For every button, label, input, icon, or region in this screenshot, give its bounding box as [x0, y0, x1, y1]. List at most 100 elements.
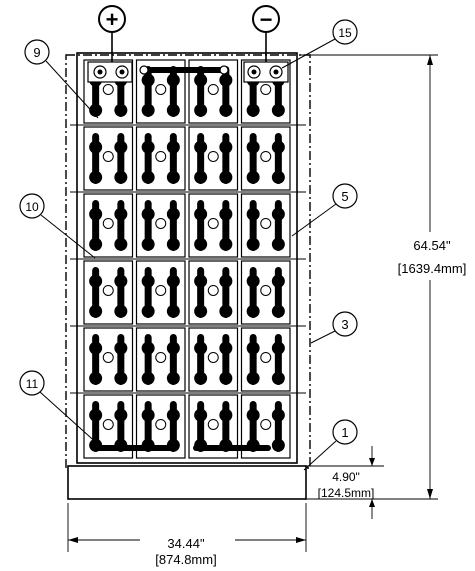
cell-post: [246, 140, 260, 154]
cell-post: [89, 237, 103, 251]
battery-cell: [135, 327, 186, 392]
cell-post: [114, 371, 128, 385]
vent-cap: [102, 351, 114, 363]
height-dim-inches: 64.54": [413, 238, 451, 253]
callout-15: 15: [281, 19, 358, 69]
rack-base: [67, 465, 307, 500]
vent-cap: [155, 284, 167, 296]
vent-cap: [207, 284, 219, 296]
cell-post: [89, 170, 103, 184]
cell-post: [89, 140, 103, 154]
cell-post: [194, 371, 208, 385]
width-dimension: 34.44" [874.8mm]: [67, 503, 307, 570]
cell-post: [141, 207, 155, 221]
cell-post: [89, 103, 103, 117]
callout-9: 9: [24, 39, 99, 119]
cell-post: [219, 140, 233, 154]
negative-terminal: −: [243, 5, 289, 83]
cell-post: [194, 274, 208, 288]
cell-post: [219, 408, 233, 422]
cell-post: [271, 408, 285, 422]
cell-post: [141, 341, 155, 355]
vent-cap: [155, 418, 167, 430]
battery-cell: [240, 260, 291, 325]
cell-post: [246, 207, 260, 221]
battery-cell: [83, 193, 134, 258]
vent-cap: [102, 150, 114, 162]
cell-post: [271, 207, 285, 221]
cells-group: [83, 59, 291, 459]
cell-post: [246, 170, 260, 184]
cell-post: [141, 103, 155, 117]
vent-cap: [260, 418, 272, 430]
cell-post: [89, 304, 103, 318]
cell-post: [114, 304, 128, 318]
vent-cap: [260, 217, 272, 229]
cell-post: [194, 237, 208, 251]
cell-post: [194, 408, 208, 422]
vent-cap: [207, 217, 219, 229]
cell-post: [166, 140, 180, 154]
battery-cell: [240, 126, 291, 191]
battery-cell: [188, 327, 239, 392]
battery-cell: [135, 260, 186, 325]
cell-post: [271, 237, 285, 251]
svg-text:3: 3: [341, 317, 348, 332]
battery-cell: [188, 193, 239, 258]
vent-cap: [260, 351, 272, 363]
cell-post: [114, 140, 128, 154]
cell-post: [166, 341, 180, 355]
cell-post: [114, 274, 128, 288]
cell-post: [114, 408, 128, 422]
callout-10: 10: [19, 193, 96, 259]
vent-cap: [155, 217, 167, 229]
negative-terminal-symbol: −: [260, 7, 273, 32]
cell-post: [271, 438, 285, 452]
cell-post: [166, 73, 180, 87]
cell-post: [141, 73, 155, 87]
cell-post: [194, 341, 208, 355]
vent-cap: [260, 284, 272, 296]
cell-post: [166, 304, 180, 318]
cell-post: [271, 170, 285, 184]
cell-post: [141, 408, 155, 422]
cell-post: [194, 140, 208, 154]
bottom-inter-cell-connector-right: [193, 445, 271, 451]
cell-post: [89, 408, 103, 422]
shelves-group: [70, 124, 306, 394]
svg-text:15: 15: [338, 26, 352, 40]
cell-post: [219, 170, 233, 184]
top-inter-cell-connector: [139, 65, 229, 75]
cell-post: [219, 304, 233, 318]
callout-11: 11: [19, 370, 101, 447]
cell-post: [271, 341, 285, 355]
cell-post: [114, 207, 128, 221]
vent-cap: [207, 150, 219, 162]
base-dim-inches: 4.90": [332, 470, 360, 484]
cell-post: [246, 341, 260, 355]
cell-post: [271, 140, 285, 154]
width-dim-inches: 34.44": [167, 536, 205, 551]
cell-post: [246, 103, 260, 117]
cell-post: [194, 304, 208, 318]
callout-1: 1: [303, 419, 358, 471]
positive-terminal-symbol: +: [106, 7, 119, 32]
cell-post: [166, 408, 180, 422]
cell-post: [166, 371, 180, 385]
battery-cell: [83, 126, 134, 191]
cell-post: [219, 73, 233, 87]
vent-cap: [155, 351, 167, 363]
cell-post: [219, 103, 233, 117]
cell-post: [114, 170, 128, 184]
battery-cell: [135, 193, 186, 258]
cell-post: [89, 371, 103, 385]
vent-cap: [155, 150, 167, 162]
svg-text:5: 5: [341, 189, 348, 204]
cell-post: [246, 237, 260, 251]
height-dimension: 64.54" [1639.4mm]: [300, 54, 473, 500]
cell-post: [114, 103, 128, 117]
cell-post: [194, 170, 208, 184]
vent-cap: [260, 150, 272, 162]
vent-cap: [207, 83, 219, 95]
